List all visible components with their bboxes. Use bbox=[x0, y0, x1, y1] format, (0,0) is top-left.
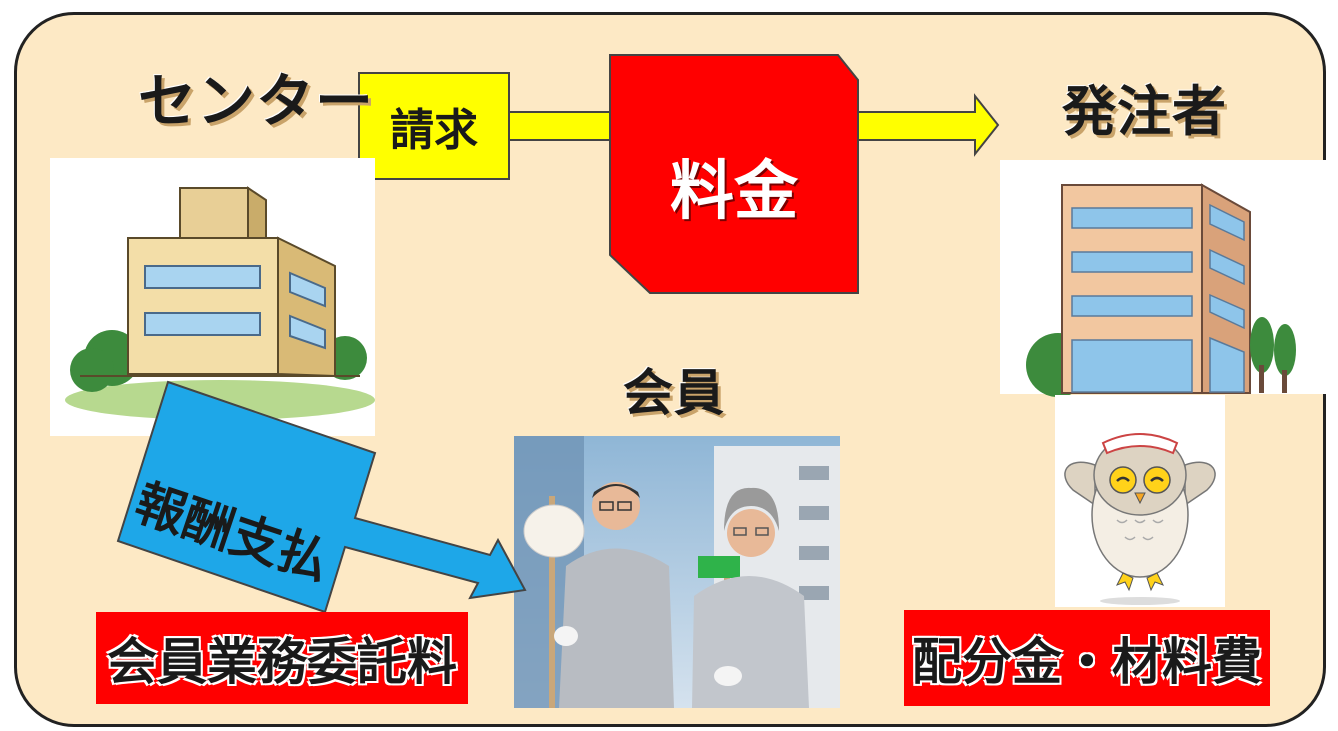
owl-mascot-icon bbox=[1064, 433, 1216, 605]
billing-box: 請求 bbox=[358, 72, 510, 180]
billing-label: 請求 bbox=[390, 105, 478, 156]
workers-photo-image bbox=[514, 436, 840, 708]
workers-photo bbox=[514, 436, 840, 708]
center-building-icon bbox=[65, 186, 375, 420]
center-building-image bbox=[50, 158, 375, 436]
center-title: センター bbox=[138, 67, 375, 135]
allocation-label: 配分金・材料費 bbox=[904, 610, 1270, 706]
orderer-building-image bbox=[1000, 160, 1326, 397]
orderer-title: 発注者 bbox=[1062, 80, 1227, 143]
member-title: 会員 bbox=[623, 364, 725, 422]
owl-mascot-image bbox=[1055, 395, 1225, 607]
fee-label: 料金 bbox=[670, 155, 798, 229]
orderer-building-icon bbox=[1026, 183, 1296, 397]
member-fee-label: 会員業務委託料 bbox=[96, 612, 468, 704]
